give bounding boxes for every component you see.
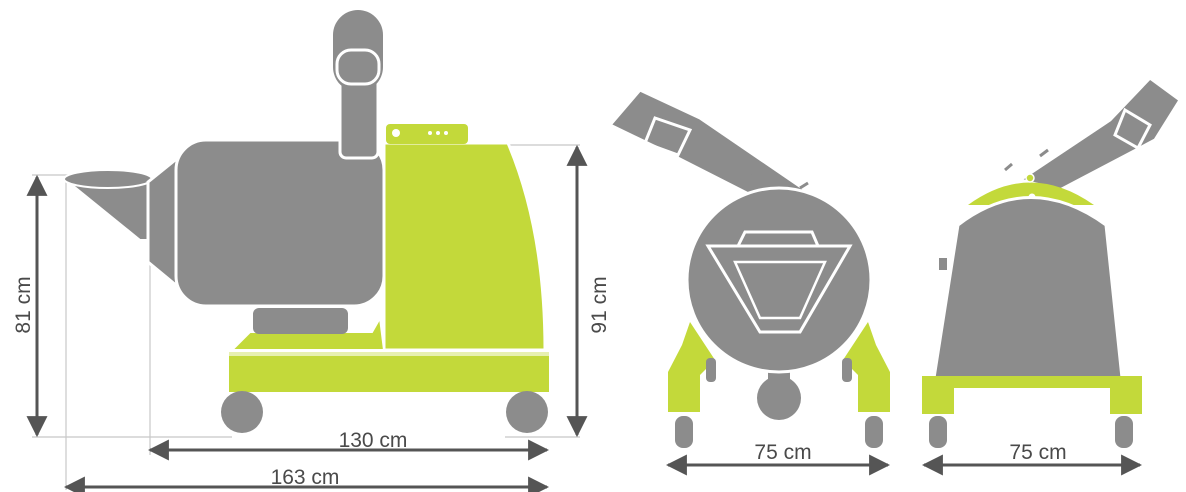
motor-cabinet <box>382 141 547 352</box>
front-handle <box>736 230 820 247</box>
chute-mark <box>751 166 761 177</box>
base-rim <box>229 350 549 356</box>
control-panel-light <box>436 131 440 135</box>
back-chute-mark <box>1004 162 1013 172</box>
back-left-foot <box>929 416 947 448</box>
dim-label-width-front: 75 cm <box>754 441 811 464</box>
chute-mark <box>799 181 809 190</box>
front-hopper-inner <box>733 260 827 320</box>
hopper-opening <box>63 169 153 189</box>
back-view: 75 cm <box>921 76 1183 476</box>
chute-bracket <box>643 116 693 157</box>
front-right-leg-inner <box>842 358 852 382</box>
back-chute-mark <box>1039 148 1049 158</box>
front-wheel <box>506 391 548 433</box>
back-base-frame <box>922 376 1142 414</box>
drum-foot <box>253 308 348 334</box>
front-hopper <box>705 244 853 334</box>
control-panel <box>386 124 468 144</box>
back-side-tab <box>939 258 947 270</box>
front-left-leg-inner <box>706 358 716 382</box>
front-right-foot <box>865 416 883 448</box>
side-view: 81 cm 91 cm 130 cm 163 cm <box>12 10 611 492</box>
exhaust-band <box>335 48 381 86</box>
front-view: 75 cm <box>607 88 891 476</box>
back-right-foot <box>1115 416 1133 448</box>
dim-label-width-back: 75 cm <box>1009 441 1066 464</box>
dim-label-length-total: 163 cm <box>271 466 340 489</box>
base-platform <box>229 352 549 392</box>
back-chute-arm <box>1016 76 1183 192</box>
control-panel-light <box>428 131 432 135</box>
front-right-leg <box>843 322 890 412</box>
back-chute-bracket <box>1113 107 1152 151</box>
guide-lines <box>32 144 580 490</box>
dim-label-length-body: 130 cm <box>339 429 408 452</box>
back-top-knob <box>1025 173 1035 183</box>
dim-label-height-right: 91 cm <box>588 276 611 333</box>
dim-label-height-left: 81 cm <box>12 276 35 333</box>
front-center-wheel <box>757 376 801 420</box>
front-left-leg <box>668 322 715 412</box>
control-panel-light <box>444 131 448 135</box>
back-body <box>932 196 1124 380</box>
rear-wheel <box>221 391 263 433</box>
front-left-foot <box>675 416 693 448</box>
drum <box>174 138 386 308</box>
control-panel-light-main <box>392 129 400 137</box>
